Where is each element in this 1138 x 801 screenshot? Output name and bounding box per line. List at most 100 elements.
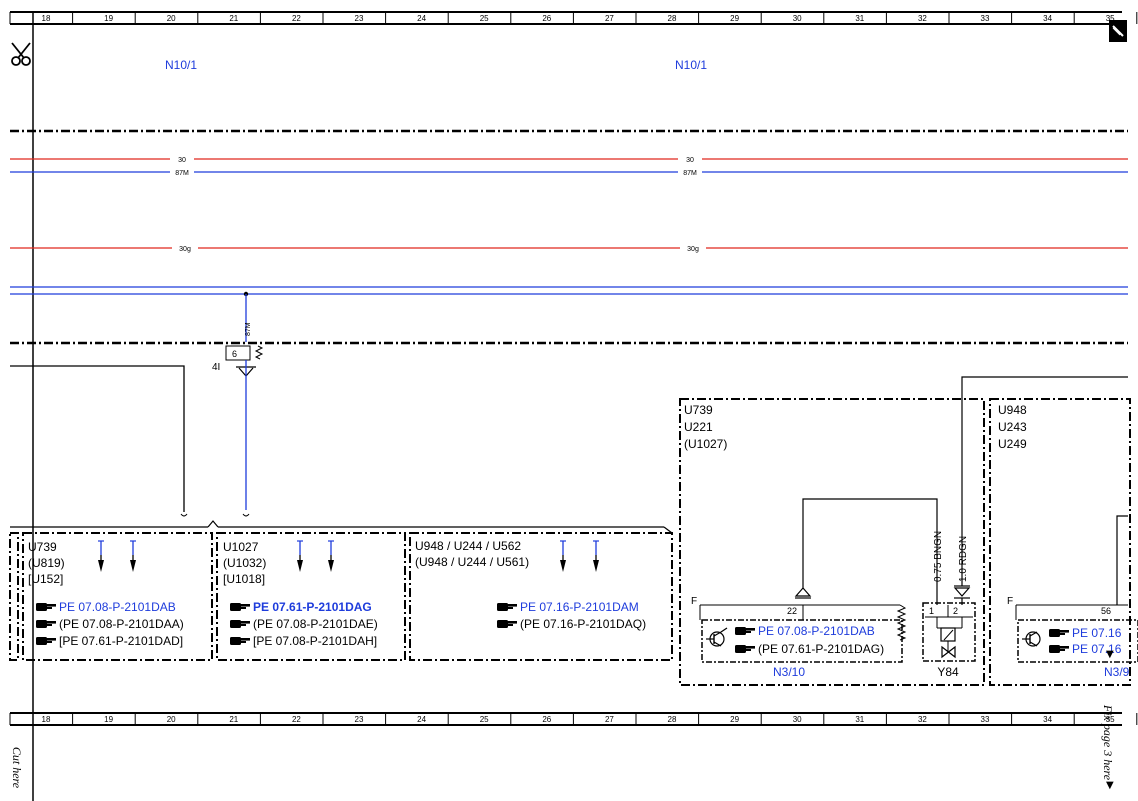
ruler-number: 28 [668, 14, 677, 23]
variant-code: [U1018] [223, 572, 265, 586]
connector-pins [98, 540, 599, 572]
variant-code: U948 / U244 / U562 [415, 539, 521, 553]
ruler-number: 28 [668, 715, 677, 724]
hand-pointer-icon [1049, 645, 1069, 653]
component-label-y84: Y84 [937, 665, 959, 679]
hand-pointer-icon [36, 637, 56, 645]
bus-label-30: 30 [178, 157, 186, 164]
connector-pin-arrow [297, 540, 303, 572]
reference-link[interactable]: (PE 07.61-P-2101DAG) [758, 642, 884, 656]
ruler-number: 20 [167, 715, 176, 724]
ruler-number: 33 [981, 14, 990, 23]
reference-link[interactable]: (PE 07.16-P-2101DAQ) [520, 617, 646, 631]
ruler-number: 29 [730, 715, 739, 724]
cut-here-label: Cut here [10, 746, 25, 789]
pin-number-22: 22 [787, 606, 797, 616]
ecu-n3-10: F 22 N3/10 [691, 596, 907, 679]
variant-code: U1027 [223, 540, 259, 554]
variant-box-2 [216, 532, 406, 661]
variant-code: (U1032) [223, 556, 266, 570]
bus-87m: 87M 87M [10, 170, 1128, 177]
reference-link[interactable]: (PE 07.08-P-2101DAE) [253, 617, 378, 631]
ruler-number: 23 [355, 715, 364, 724]
transistor-icon [706, 627, 728, 647]
wire-label: 1.0 RDGN [958, 536, 969, 582]
bus-30-a: 30 30 [10, 157, 1128, 164]
ecu-n3-9-partial: F 56 N3/9 [1007, 596, 1138, 679]
ruler-number: 35 [1106, 715, 1115, 724]
ruler-number: 30 [793, 715, 802, 724]
connector-pin-arrow [593, 540, 599, 572]
hand-pointer-icon [497, 603, 517, 611]
wire-label: 0.75 BNGN [933, 531, 944, 582]
pin-number-1: 1 [929, 606, 934, 616]
ruler-number: 25 [480, 715, 489, 724]
variant-code: (U1027) [684, 437, 727, 451]
reference-link[interactable]: PE 07.16 [1072, 626, 1122, 640]
bus-label-87m: 87M [175, 170, 189, 177]
arrow-down-icon: ▼ [1106, 649, 1114, 660]
hand-pointer-icon [230, 637, 250, 645]
ruler-number: 20 [167, 14, 176, 23]
component-label-n3-10: N3/10 [773, 665, 805, 679]
ruler-number: 22 [292, 715, 301, 724]
module-wiring: 0.75 BNGN 1.0 RDGN [794, 376, 1128, 605]
module-box-n3-10 [679, 398, 985, 686]
reference-link[interactable]: PE 07.16 [1072, 642, 1122, 656]
variant-code: U243 [998, 420, 1027, 434]
fuse-branch: 87M 6 4I [212, 291, 264, 517]
reference-link[interactable]: [PE 07.61-P-2101DAD] [59, 634, 183, 648]
hand-pointer-icon [735, 645, 755, 653]
reference-link[interactable]: (PE 07.08-P-2101DAA) [59, 617, 184, 631]
ruler-number: 30 [793, 14, 802, 23]
ruler-number: 18 [42, 715, 51, 724]
transistor-icon [1022, 631, 1041, 647]
component-label-n10-right: N10/1 [675, 58, 707, 72]
variant-code: U249 [998, 437, 1027, 451]
ruler-number: 33 [981, 715, 990, 724]
hand-pointer-icon [230, 620, 250, 628]
reference-link[interactable]: PE 07.61-P-2101DAG [253, 600, 372, 614]
reference-link[interactable]: PE 07.16-P-2101DAM [520, 600, 639, 614]
terminal-label-4i: 4I [212, 362, 220, 373]
bus-label-87m: 87M [683, 170, 697, 177]
valve-y84: 1 2 Y84 [922, 602, 976, 679]
ruler-number: 22 [292, 14, 301, 23]
connector-pin-arrow [130, 540, 136, 572]
reference-link[interactable]: PE 07.08-P-2101DAB [758, 624, 875, 638]
ruler-number: 19 [104, 14, 113, 23]
reference-link[interactable]: [PE 07.08-P-2101DAH] [253, 634, 377, 648]
ruler-number: 31 [855, 14, 864, 23]
bus-30g: 30g 30g [10, 246, 1128, 253]
ground-label-f: F [691, 596, 697, 607]
component-label-n3-partial: N3/9 [1104, 665, 1130, 679]
hand-pointer-icon [36, 603, 56, 611]
connector-pin-arrow [560, 540, 566, 572]
ground-label-f: F [1007, 596, 1013, 607]
variant-code: U948 [998, 403, 1027, 417]
bus-label-30g: 30g [687, 246, 699, 253]
hand-pointer-icon [230, 603, 250, 611]
variant-code: [U152] [28, 572, 63, 586]
hand-pointer-icon [497, 620, 517, 628]
variant-code: U221 [684, 420, 713, 434]
scissors-icon [11, 42, 31, 66]
bus-label-30g: 30g [179, 246, 191, 253]
ruler-number: 31 [855, 715, 864, 724]
ruler-number: 26 [542, 14, 551, 23]
variant-code: (U819) [28, 556, 65, 570]
ruler-number: 23 [355, 14, 364, 23]
bus-label-30: 30 [686, 157, 694, 164]
variant-code: (U948 / U244 / U561) [415, 555, 529, 569]
module-box-n3-9 [989, 398, 1131, 686]
ruler-number: 27 [605, 14, 614, 23]
ruler-number: 24 [417, 715, 426, 724]
ruler-number: 25 [480, 14, 489, 23]
reference-link[interactable]: PE 07.08-P-2101DAB [59, 600, 176, 614]
variant-code: U739 [28, 540, 57, 554]
ruler-number: 32 [918, 14, 927, 23]
ruler-number: 18 [42, 14, 51, 23]
ruler-number: 24 [417, 14, 426, 23]
